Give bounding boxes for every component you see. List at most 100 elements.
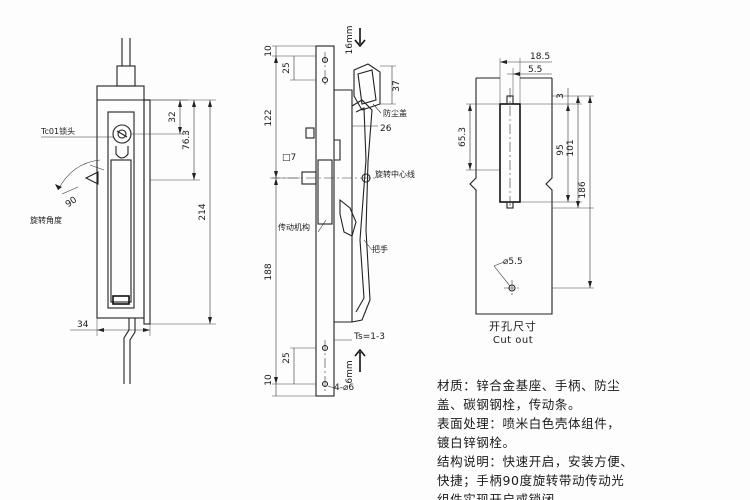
dim-10-top: 10 xyxy=(264,45,274,57)
dim-arrow xyxy=(178,100,182,107)
dim-arrow xyxy=(274,56,278,63)
drive-mechanism-label: 传动机构 xyxy=(278,222,310,232)
dim-arrow xyxy=(192,100,196,107)
rotation-ray xyxy=(89,164,105,171)
dim-arrow xyxy=(208,100,212,107)
dim-ts: Ts=1-3 xyxy=(353,332,385,342)
dim-arrow xyxy=(178,127,182,134)
key-knob xyxy=(116,65,136,87)
dust-cover-leader xyxy=(372,103,382,114)
handle-inner-profile xyxy=(355,107,367,313)
lock-lower-curve xyxy=(115,146,129,159)
bottom-lever xyxy=(129,318,136,384)
dust-cover-inner xyxy=(357,69,377,105)
right-view-cutout: ⌀5.5 18.5 5.5 65.3 3 95 xyxy=(458,52,594,346)
handle-label: 把手 xyxy=(372,244,388,254)
cutout-caption-en: Cut out xyxy=(493,335,533,346)
handle-slot xyxy=(107,111,135,309)
dim-26: 26 xyxy=(380,124,392,134)
dim-76-3: 76.3 xyxy=(182,130,192,150)
dim-186: 186 xyxy=(578,181,588,198)
dim-10-bottom: 10 xyxy=(264,374,274,386)
note-line: 组件实现开启或锁闭。 xyxy=(437,492,569,500)
dim-25-top: 25 xyxy=(282,62,292,73)
square-7: □7 xyxy=(282,153,296,163)
dim-arrow xyxy=(566,104,570,111)
handle-housing xyxy=(334,89,353,323)
hole-leader xyxy=(493,265,511,287)
dim-6mm: 6mm xyxy=(345,360,355,383)
drive-rod xyxy=(317,159,333,225)
dim-arrow xyxy=(468,163,472,170)
handle-inner xyxy=(110,159,132,303)
dim-arrow xyxy=(192,173,196,180)
dim-arrow xyxy=(576,96,580,103)
rotation-axis xyxy=(361,173,371,183)
note-line: 材质：锌合金基座、手柄、防尘 xyxy=(437,378,621,393)
hole-diameter: ⌀5.5 xyxy=(503,257,523,267)
mounting-flange xyxy=(143,99,151,325)
note-line: 盖、碳钢钢栓，传动条。 xyxy=(437,397,582,412)
dim-arrow xyxy=(143,328,150,332)
dim-arrow xyxy=(500,60,507,64)
dim-65-3: 65.3 xyxy=(458,127,468,147)
dim-arrow xyxy=(97,328,104,332)
lock-head-label: Tc01锁头 xyxy=(40,126,75,136)
note-line: 快捷；手柄90度旋转带动传动光 xyxy=(437,473,625,488)
rotation-pointer xyxy=(84,171,99,185)
slot-bottom-notch xyxy=(506,201,514,209)
mounting-plate xyxy=(315,45,335,397)
dim-95: 95 xyxy=(556,144,566,155)
specification-notes: 材质：锌合金基座、手柄、防尘 盖、碳钢钢栓，传动条。 表面处理：喷米白色壳体组件… xyxy=(437,376,737,500)
dim-3: 3 xyxy=(556,93,566,99)
middle-view: 防尘盖 旋转中心线 传动机构 把手 10 25 122 188 25 10 □7… xyxy=(264,26,415,397)
dim-arrow xyxy=(208,317,212,324)
direction-arrow-up xyxy=(354,28,366,48)
left-view: 90 旋转角度 Tc01锁头 32 76.3 214 34 xyxy=(30,38,216,384)
note-line: 结构说明：快速开启，安装方便、 xyxy=(437,454,634,469)
dim-32: 32 xyxy=(168,111,178,122)
panel-outline xyxy=(469,78,553,315)
dust-cover-label: 防尘盖 xyxy=(383,108,407,118)
dim-arrow xyxy=(468,104,472,111)
rotation-arc xyxy=(57,159,101,191)
note-line: 镀白锌钢栓。 xyxy=(437,435,516,450)
drive-block xyxy=(305,127,315,139)
rotation-center-label: 旋转中心线 xyxy=(375,169,415,179)
direction-arrow-down xyxy=(354,348,366,372)
lock-cylinder-core xyxy=(117,129,127,139)
handle-grip xyxy=(339,198,357,237)
dim-188: 188 xyxy=(264,263,274,280)
rotation-angle-label: 旋转角度 xyxy=(30,215,62,225)
drive-leader xyxy=(317,219,327,233)
handle-foot xyxy=(112,295,130,305)
key-slot xyxy=(116,130,128,138)
handle-profile xyxy=(351,99,373,323)
holes-note: 4-⌀6 xyxy=(334,383,354,393)
dim-arrow xyxy=(274,178,278,185)
dim-arrow xyxy=(513,72,520,76)
hole-leader xyxy=(493,261,505,267)
dim-arrow xyxy=(576,201,580,208)
dim-122: 122 xyxy=(264,109,274,126)
note-line: 表面处理：喷米白色壳体组件， xyxy=(437,416,621,431)
dim-arrow xyxy=(566,195,570,202)
cutout-caption-cn: 开孔尺寸 xyxy=(489,319,537,333)
holes-leader xyxy=(327,385,335,389)
dim-5-5: 5.5 xyxy=(528,65,542,75)
dim-214: 214 xyxy=(198,203,208,220)
housing-notch xyxy=(334,139,341,161)
rotation-ray xyxy=(61,186,79,195)
dim-16mm: 16mm xyxy=(345,26,355,55)
dim-arrow xyxy=(588,96,592,103)
dim-34: 34 xyxy=(77,320,89,330)
rotation-arrow xyxy=(55,184,62,190)
dim-arrow xyxy=(588,281,592,288)
dim-18-5: 18.5 xyxy=(530,52,550,62)
rotation-angle-value: 90 xyxy=(64,195,79,210)
handle-leader xyxy=(363,239,373,251)
bottom-lever xyxy=(123,318,130,384)
dim-37: 37 xyxy=(392,80,402,91)
slot-top-notch xyxy=(506,95,514,105)
